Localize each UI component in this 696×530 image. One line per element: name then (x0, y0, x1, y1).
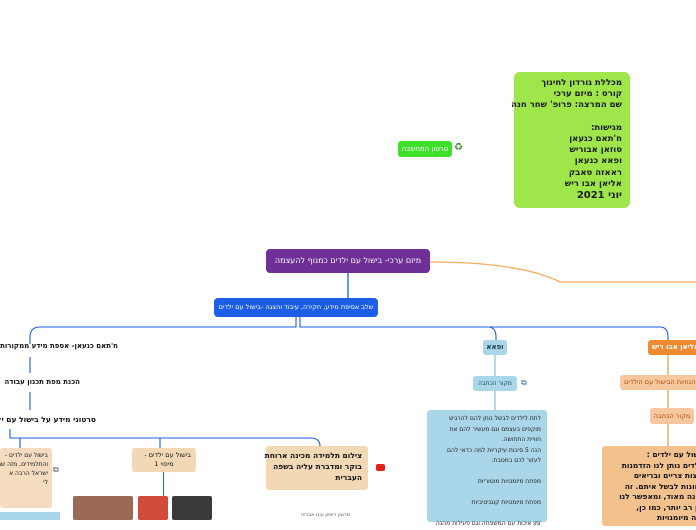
text-line: ונוצות צריים ובריאים (633, 471, 696, 480)
text-line: לתת לילדים לבשל נותן להם להרגיש (449, 415, 541, 422)
left-main-card[interactable]: צילום תלמידה מכינה ארוחת בוקר ומדברת עלי… (264, 446, 368, 490)
left-small-card-2[interactable]: בישול עם ילדים - והתלמידים, מזה שני ישרא… (0, 448, 52, 508)
info-line: אליאן אבו ריש (564, 178, 622, 189)
text-line: זמן רב יותר, כמו כן, (636, 502, 696, 512)
text-line (433, 467, 541, 478)
info-line: שם המרצה: פרופ' שחר חנה (511, 100, 622, 111)
text-line: מהנה מאוד, ומאפשר לנו (619, 492, 696, 501)
info-line: מגישות: (590, 122, 622, 133)
left-branch-sub2[interactable]: סרטוני מידע על בישול עם ילדים (0, 415, 96, 424)
text-line: מוקפים בעצמם וגם מעשיר להם את (449, 425, 541, 433)
root-node[interactable]: מיזם ערכי- בישול עם ילדים כמנוף להעצמה (266, 249, 430, 273)
card-line: בוקר ומדברת עליה בשפה (273, 462, 362, 471)
text-line: חוויית התחושה. (501, 436, 541, 443)
info-line: מכללת גורדון לחינוך (541, 78, 622, 88)
left-small-card-1[interactable]: בישול עם ילדים - מיפוי 1 (132, 448, 196, 472)
photo-kids-cooking-2 (138, 496, 168, 520)
stage-label: שלב אסיפת מידע, חקירה, עיבוד והצגה -בישו… (218, 303, 374, 311)
side-pill-label: סרטון המחשבה (401, 145, 449, 153)
info-box: מכללת גורדון לחינוך קורס : מיזם ערכי שם … (511, 72, 630, 208)
root-label: מיזם ערכי- בישול עם ילדים כמנוף להעצמה (274, 256, 422, 265)
info-year: יוני 2021 (576, 190, 622, 202)
info-line: סוזאן אבוריש (569, 145, 622, 156)
photo-kids-cooking-1 (73, 496, 133, 520)
right-branch-sub[interactable]: הנחיות הבישול עם הילדים (620, 375, 696, 390)
text-line: לעזור לכם במטבח: (491, 457, 542, 464)
card-line: ישראל הרבה א (9, 470, 48, 477)
card-line: בישול עם ילדים - (144, 451, 191, 459)
external-link-icon[interactable]: ⧉ (521, 378, 527, 387)
info-line (522, 112, 622, 123)
text-line: זמן איכות עם המשפחה וגם פעילות מהנה (435, 520, 541, 527)
card-line: לי (43, 479, 48, 486)
text-line: בישול עם ילדים : (646, 450, 696, 459)
left-branch-title[interactable]: ח'תאם כנעאן- אספת מידע ממקורות (0, 342, 118, 350)
text-line: הנה 5 סיבות עיקריות למה כדאי להם (447, 446, 541, 454)
text-line: לילדים נותן לנו הזדמנות (621, 460, 696, 470)
middle-text-box: לתת לילדים לבשל נותן להם להרגיש מוקפים ב… (427, 410, 547, 527)
video-caption: סרטון ריאיון ובנו אבריה (301, 512, 350, 518)
recycle-icon: ♻ (454, 142, 463, 153)
card-line: והתלמידים, מזה שני (0, 461, 48, 468)
card-line: בישול עם ילדים - (4, 452, 48, 459)
info-line: ח'תאם כנעאן (569, 134, 622, 145)
card-line: צילום תלמידה מכינה ארוחת (264, 451, 362, 460)
text-line (433, 488, 541, 499)
external-link-icon[interactable]: ⧉ (53, 465, 59, 474)
info-line: ופאא כנעאן (574, 156, 622, 167)
side-pill-node[interactable]: סרטון המחשבה (398, 141, 452, 157)
left-branch-sub[interactable]: הכנת מפת תכנון עבודה (4, 378, 80, 386)
text-line: מגוונות לבשל איתם. זה (624, 481, 696, 491)
right-source-node[interactable]: מקור הכתבה (650, 408, 694, 424)
middle-source-node[interactable]: מקור הכתבה (473, 376, 517, 391)
text-line (433, 509, 541, 520)
middle-branch-title[interactable]: ופאא (483, 340, 507, 355)
right-branch-title[interactable]: אליאן אבו ריש (648, 340, 696, 355)
info-line: ראאזה סאבק (568, 167, 622, 178)
stage-node[interactable]: שלב אסיפת מידע, חקירה, עיבוד והצגה -בישו… (214, 298, 378, 317)
text-line: מפתח מיומנויות קוגניטיביות (471, 499, 541, 506)
left-bottom-node[interactable] (0, 512, 60, 520)
youtube-icon[interactable] (376, 464, 385, 471)
info-line: קורס : מיזם ערכי (553, 89, 622, 100)
text-line: כמה מיומנויות (657, 513, 696, 522)
card-line: מיפוי 1 (154, 460, 174, 468)
text-line: מפתח מיומנויות מוטוריות (477, 478, 541, 485)
photo-kids-cooking-3 (172, 496, 212, 520)
right-text-box: בישול עם ילדים : לילדים נותן לנו הזדמנות… (602, 446, 696, 526)
connector-small-card (163, 472, 164, 496)
card-line: העברית (335, 473, 362, 482)
